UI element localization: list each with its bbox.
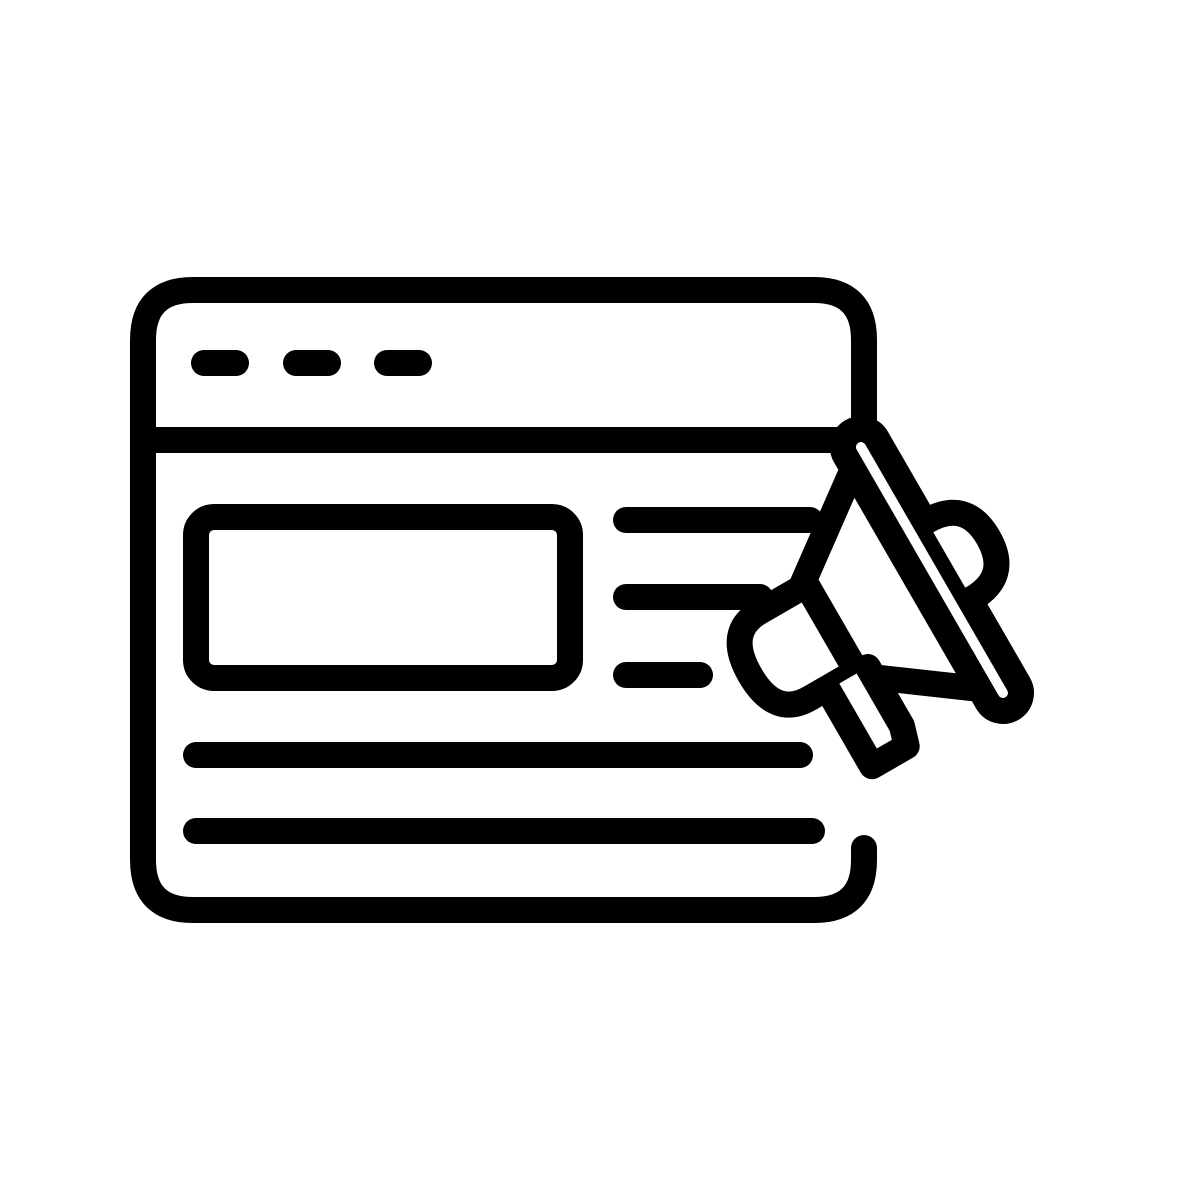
megaphone-back-bump xyxy=(913,499,1010,612)
megaphone-icon xyxy=(726,416,1034,780)
browser-window-frame xyxy=(130,277,877,923)
megaphone-grip xyxy=(815,654,920,780)
megaphone-mouthpiece xyxy=(726,571,870,718)
image-placeholder xyxy=(183,504,583,691)
megaphone-rim xyxy=(829,416,1034,724)
browser-window-icon xyxy=(130,277,877,923)
